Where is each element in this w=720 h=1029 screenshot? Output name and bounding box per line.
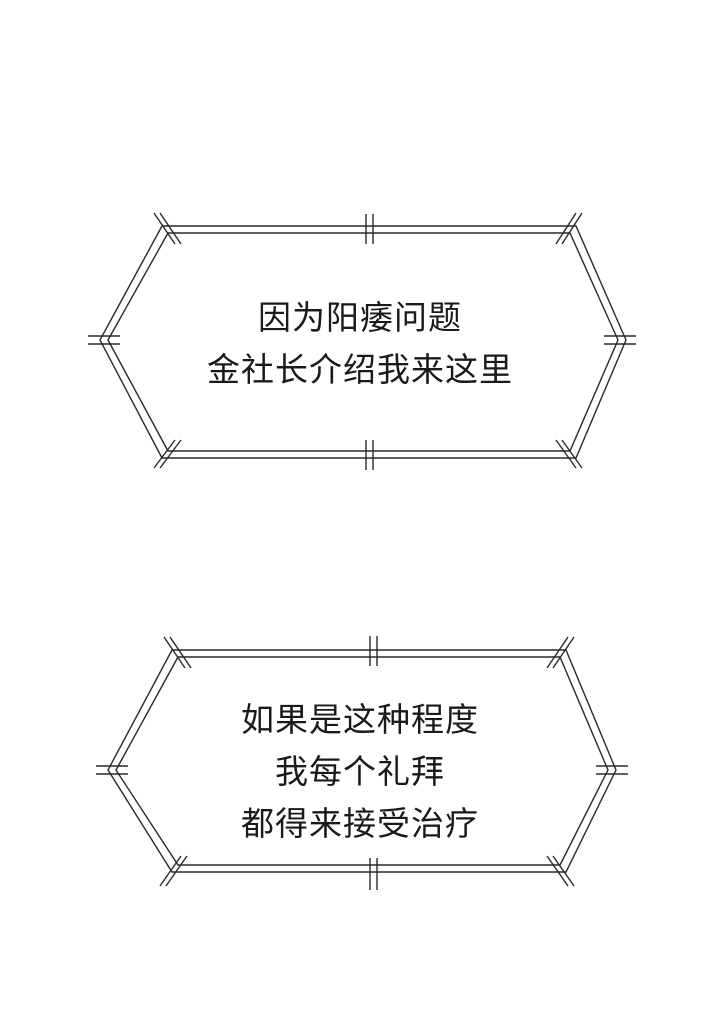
bubble-2-line-1: 如果是这种程度 bbox=[241, 700, 479, 739]
speech-bubble-2: 如果是这种程度 我每个礼拜 都得来接受治疗 bbox=[0, 620, 720, 900]
bubble-2-line-2: 我每个礼拜 bbox=[275, 752, 445, 791]
bubble-2-line-3: 都得来接受治疗 bbox=[241, 804, 479, 843]
bubble-frame-2 bbox=[96, 636, 628, 890]
bubble-1-line-1: 因为阳痿问题 bbox=[258, 298, 462, 337]
speech-bubble-1: 因为阳痿问题 金社长介绍我来这里 bbox=[0, 212, 720, 470]
bubble-frame-1 bbox=[88, 212, 636, 470]
bubble-text-1: 因为阳痿问题 金社长介绍我来这里 bbox=[0, 292, 720, 396]
bubble-1-line-2: 金社长介绍我来这里 bbox=[207, 350, 513, 389]
bubble-text-2: 如果是这种程度 我每个礼拜 都得来接受治疗 bbox=[0, 694, 720, 850]
